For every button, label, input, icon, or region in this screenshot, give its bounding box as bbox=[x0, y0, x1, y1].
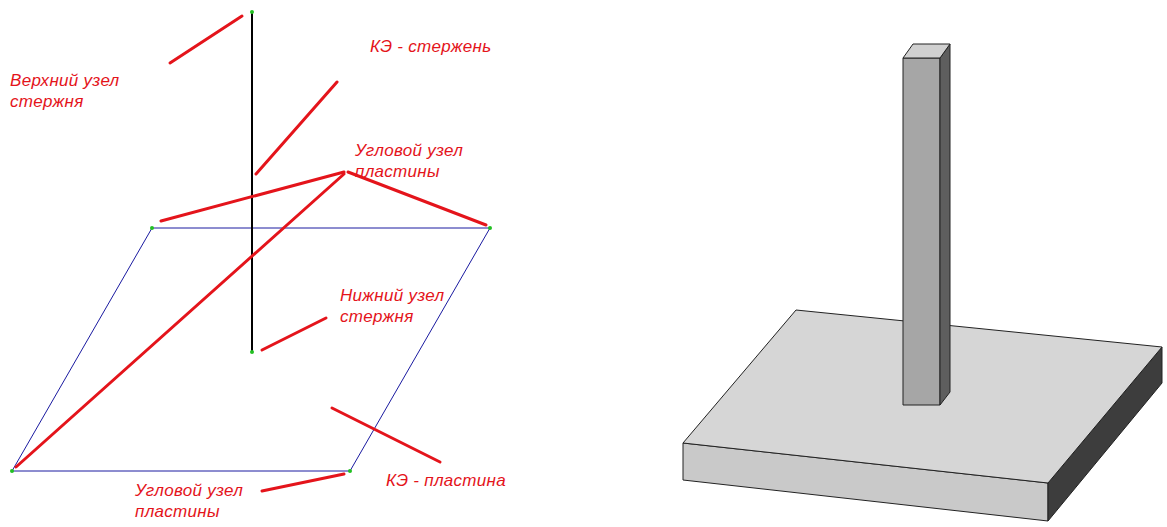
node-dot bbox=[10, 469, 14, 473]
leader-line bbox=[262, 318, 326, 350]
callout-label: Нижний узел стержня bbox=[340, 285, 470, 327]
leader-line bbox=[16, 174, 344, 467]
leader-line bbox=[262, 474, 344, 491]
leader-line bbox=[256, 82, 337, 174]
leader-line bbox=[170, 16, 242, 63]
callout-label: КЭ - стержень bbox=[370, 36, 570, 57]
column-front-face bbox=[903, 58, 940, 405]
column-top-face bbox=[903, 44, 950, 58]
callout-label: Угловой узел пластины bbox=[135, 480, 265, 522]
column-side-face bbox=[940, 44, 950, 405]
leader-line bbox=[161, 172, 344, 221]
leader-line bbox=[332, 408, 440, 462]
callout-label: Верхний узел стержня bbox=[10, 70, 140, 112]
node-dot bbox=[250, 350, 254, 354]
callout-label: Угловой узел пластины bbox=[355, 140, 485, 182]
node-dot bbox=[348, 469, 352, 473]
node-dot bbox=[150, 226, 154, 230]
node-dot bbox=[250, 10, 254, 14]
node-dots bbox=[10, 10, 492, 473]
render-3d bbox=[683, 44, 1162, 521]
rod-element bbox=[251, 12, 253, 352]
fe-model bbox=[10, 10, 492, 491]
node-dot bbox=[488, 226, 492, 230]
callout-label: КЭ - пластина bbox=[386, 470, 586, 491]
